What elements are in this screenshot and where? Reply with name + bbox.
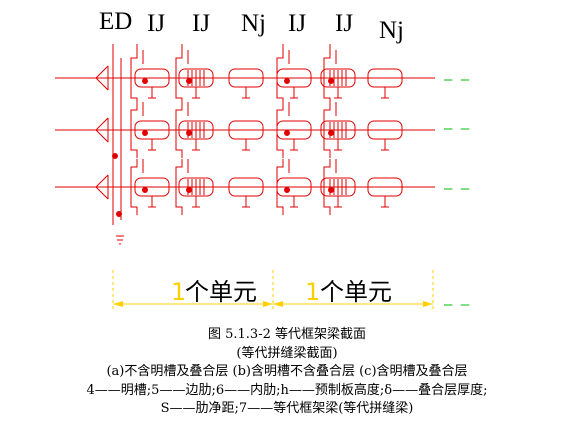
diagram-canvas: ED IJ IJ Nj IJ IJ Nj — — — — — — — — 1 个… [55,8,470,313]
unit-label-2: 个单元 [320,278,392,306]
header-label-ed: ED [99,8,132,35]
hook-member [175,50,183,106]
rebar-dot [284,187,290,193]
unit-number-1: 1 [171,278,186,306]
unit-dimension [112,270,434,312]
caption-title: 图 5.1.3-2 等代框架梁截面 [207,327,366,342]
rebar-dot [142,130,148,136]
rebar-dot [142,187,148,193]
frame-drawing [55,44,435,245]
dash-mark: — — [444,181,470,197]
caption-subtitle: (等代拼缝梁截面) [236,345,338,361]
rebar-dot [186,187,192,193]
hook-member [130,50,138,106]
header-labels: ED IJ IJ Nj IJ IJ Nj [99,8,404,44]
hook-member [130,102,138,158]
rebar-dot [112,153,118,159]
header-label-ij-3: IJ [288,10,306,37]
hook-member [175,159,183,215]
dash-mark: — — [444,72,470,88]
rebar-dot [284,130,290,136]
caption-legend-2: S——肋净距;7——等代框架梁(等代拼缝梁) [160,401,414,416]
rebar-dot [186,130,192,136]
hook-member [276,159,284,215]
edge-arrow [95,174,109,200]
dimension-arrow [273,301,283,307]
dimension-arrow [263,301,273,307]
rebar-dot [116,211,122,217]
dimension-arrow [423,301,433,307]
continuation-dashes: — — — — — — — — [444,72,470,313]
hook-member [276,102,284,158]
hook-member [323,50,331,106]
dash-mark: — — [444,121,470,137]
figure-caption: 图 5.1.3-2 等代框架梁截面 (等代拼缝梁截面) (a)不含明槽及叠合层 … [0,326,574,419]
rebar-dot [328,130,334,136]
unit-label-1: 个单元 [185,278,257,306]
header-label-ij-1: IJ [147,10,165,37]
edge-arrow [95,117,109,143]
header-label-nj-1: Nj [241,10,266,37]
edge-arrow [95,65,109,91]
rebar-dot [142,78,148,84]
rebar-dot [186,78,192,84]
rebar-dot [328,187,334,193]
header-label-ij-2: IJ [192,10,210,37]
unit-number-2: 1 [305,278,320,306]
rebar-dot [328,78,334,84]
hook-member [130,159,138,215]
hook-member [323,102,331,158]
caption-cases: (a)不含明槽及叠合层 (b)含明槽不含叠合层 (c)含明槽及叠合层 [106,364,468,379]
unit-labels: 1 个单元 1 个单元 [171,278,392,306]
caption-legend-1: 4——明槽;5——边肋;6——内肋;h——预制板高度;δ——叠合层厚度; [86,382,488,398]
hook-member [276,50,284,106]
hook-member [323,159,331,215]
hook-member [175,102,183,158]
rebar-dot [284,78,290,84]
header-label-nj-2: Nj [379,17,404,44]
dash-mark: — — [444,297,470,313]
dimension-arrow [113,301,123,307]
header-label-ij-4: IJ [335,10,353,37]
